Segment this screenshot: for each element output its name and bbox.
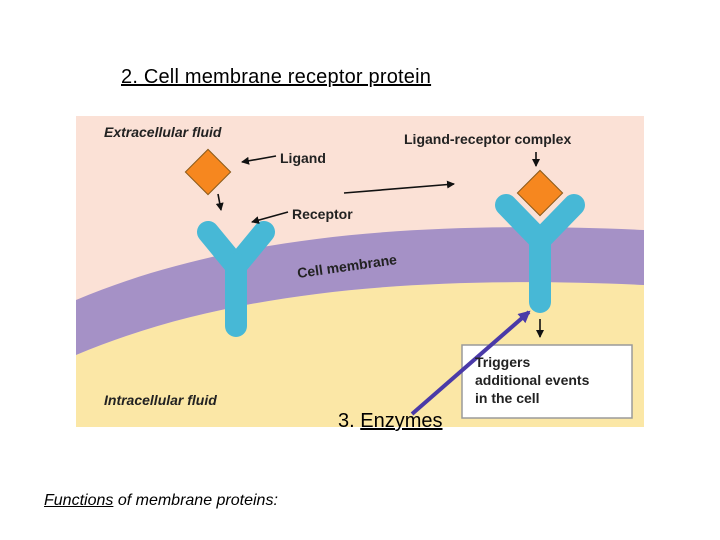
label-triggers-1: Triggers — [475, 354, 530, 370]
ligand-arrow-icon — [241, 155, 277, 165]
functions-word: Functions — [44, 492, 114, 509]
label-triggers-2: additional events — [475, 372, 590, 388]
enzymes-number: 3. — [338, 410, 361, 432]
bound-ligand-icon — [516, 169, 564, 217]
slide-title: 2. Cell membrane receptor protein — [121, 66, 432, 88]
label-intracellular: Intracellular fluid — [104, 392, 217, 408]
label-complex: Ligand-receptor complex — [404, 131, 571, 147]
label-ligand: Ligand — [280, 150, 326, 166]
functions-rest: of membrane proteins: — [113, 492, 278, 509]
enzymes-arrow-icon — [410, 310, 531, 416]
label-receptor: Receptor — [292, 206, 353, 222]
ligand-icon — [184, 148, 232, 196]
enzymes-link: Enzymes — [360, 410, 443, 432]
label-extracellular: Extracellular fluid — [104, 124, 222, 140]
binding-arrow-icon — [343, 180, 455, 194]
ligand-drop-arrow-icon — [215, 193, 224, 211]
enzymes-caption: 3. Enzymes — [338, 410, 443, 433]
label-triggers-3: in the cell — [475, 390, 540, 406]
receptor-arrow-icon — [251, 211, 289, 224]
functions-caption: Functions of membrane proteins: — [44, 492, 278, 510]
triggers-box — [461, 344, 633, 419]
